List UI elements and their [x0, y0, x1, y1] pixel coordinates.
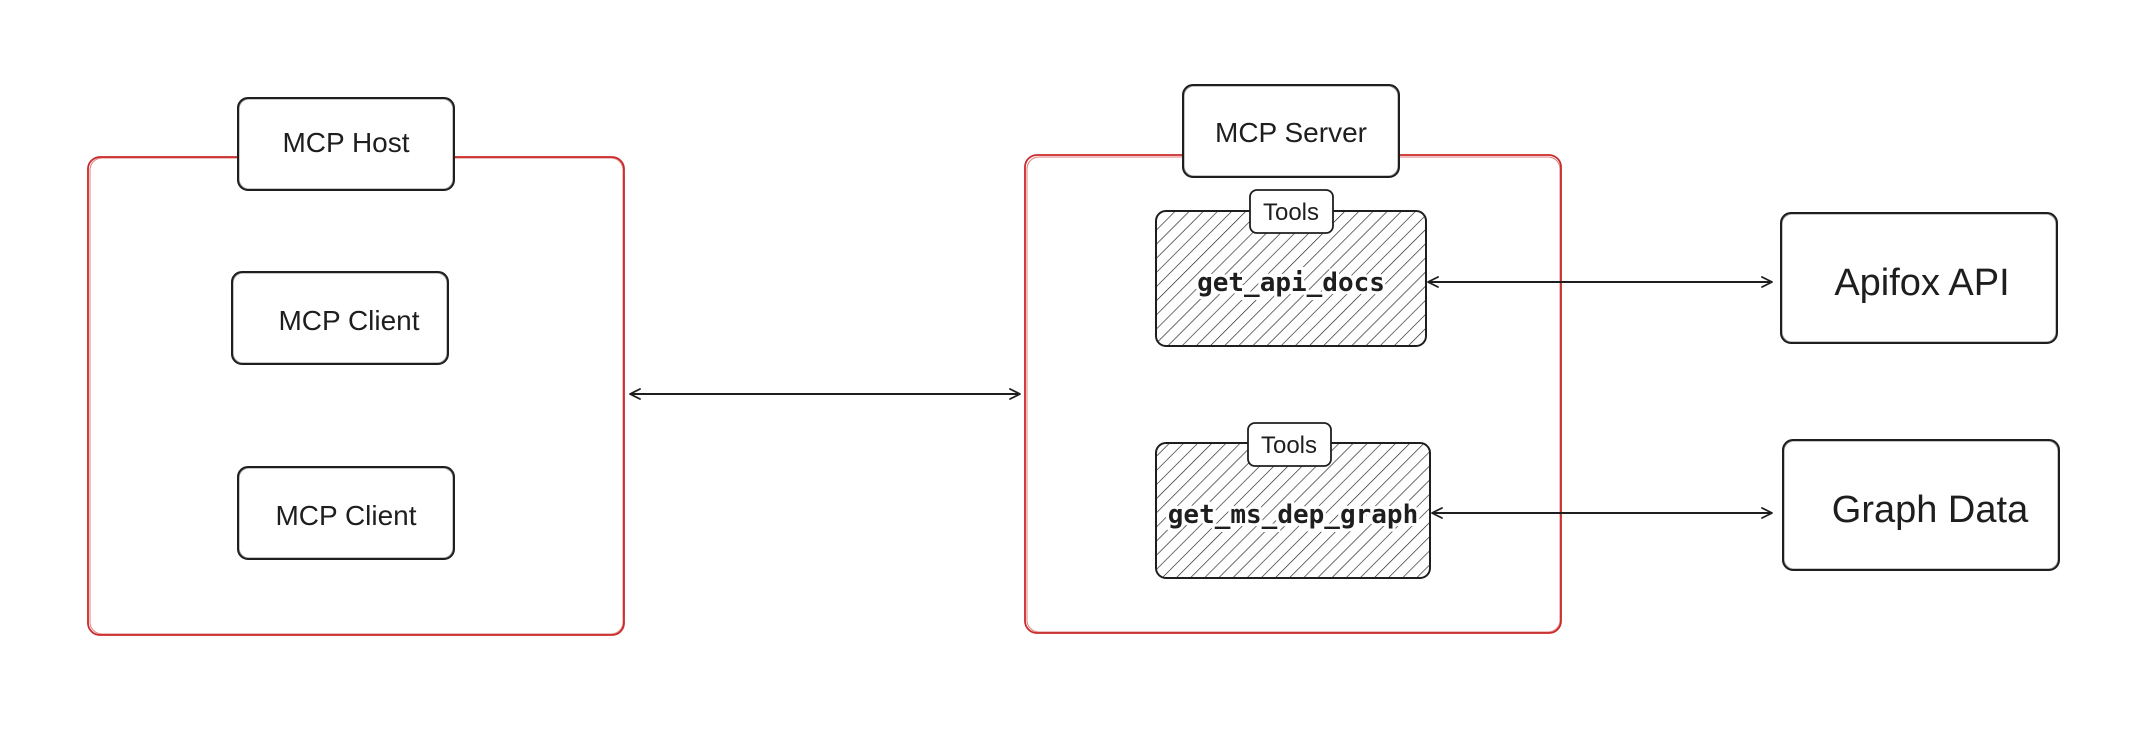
mcp-client-label: MCP Client — [278, 305, 419, 336]
apifox-api-label: Apifox API — [1834, 262, 2009, 304]
mcp-client-box: MCP Client — [231, 271, 449, 365]
tools-badge-label: Tools — [1263, 199, 1319, 226]
mcp-host-container — [87, 156, 625, 636]
mcp-server-title: MCP Server — [1215, 117, 1367, 148]
mcp-client-label: MCP Client — [275, 500, 416, 531]
apifox-api-box: Apifox API — [1780, 212, 2058, 344]
tools-badge: Tools — [1249, 189, 1334, 234]
mcp-host-title: MCP Host — [282, 127, 409, 158]
tool-name: get_ms_dep_graph — [1168, 500, 1418, 530]
mcp-client-box: MCP Client — [237, 466, 455, 560]
graph-data-box: Graph Data — [1782, 439, 2060, 571]
tool-box-get-api-docs: get_api_docs — [1155, 210, 1427, 347]
tool-box-get-ms-dep-graph: get_ms_dep_graph — [1155, 442, 1431, 579]
mcp-host-title-box: MCP Host — [237, 97, 455, 191]
mcp-server-title-box: MCP Server — [1182, 84, 1400, 178]
tool-name: get_api_docs — [1197, 268, 1385, 298]
tools-badge: Tools — [1247, 422, 1332, 467]
graph-data-label: Graph Data — [1832, 489, 2029, 531]
tools-badge-label: Tools — [1261, 432, 1317, 459]
